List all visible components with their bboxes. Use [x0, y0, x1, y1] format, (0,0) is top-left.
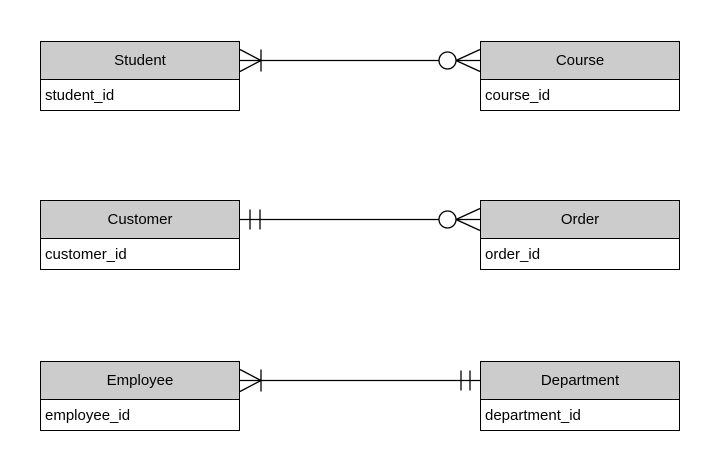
entity-customer: Customer customer_id: [40, 200, 240, 270]
entity-order-attribute: order_id: [481, 239, 679, 269]
entity-customer-title: Customer: [41, 201, 239, 239]
entity-department-title: Department: [481, 362, 679, 400]
entity-employee-title: Employee: [41, 362, 239, 400]
entity-employee-attribute: employee_id: [41, 400, 239, 430]
entity-course-attribute: course_id: [481, 80, 679, 110]
entity-department: Department department_id: [480, 361, 680, 431]
entity-order-title: Order: [481, 201, 679, 239]
relationship-employee-department: [239, 368, 480, 393]
zero-cardinality-circle: [438, 210, 457, 229]
relationship-student-course: [239, 48, 481, 73]
entity-student-title: Student: [41, 42, 239, 80]
entity-course-title: Course: [481, 42, 679, 80]
entity-order: Order order_id: [480, 200, 680, 270]
relationship-customer-order: [240, 207, 481, 232]
entity-student: Student student_id: [40, 41, 240, 111]
entity-customer-attribute: customer_id: [41, 239, 239, 269]
entity-department-attribute: department_id: [481, 400, 679, 430]
entity-employee: Employee employee_id: [40, 361, 240, 431]
entity-course: Course course_id: [480, 41, 680, 111]
entity-student-attribute: student_id: [41, 80, 239, 110]
zero-cardinality-circle: [438, 51, 457, 70]
